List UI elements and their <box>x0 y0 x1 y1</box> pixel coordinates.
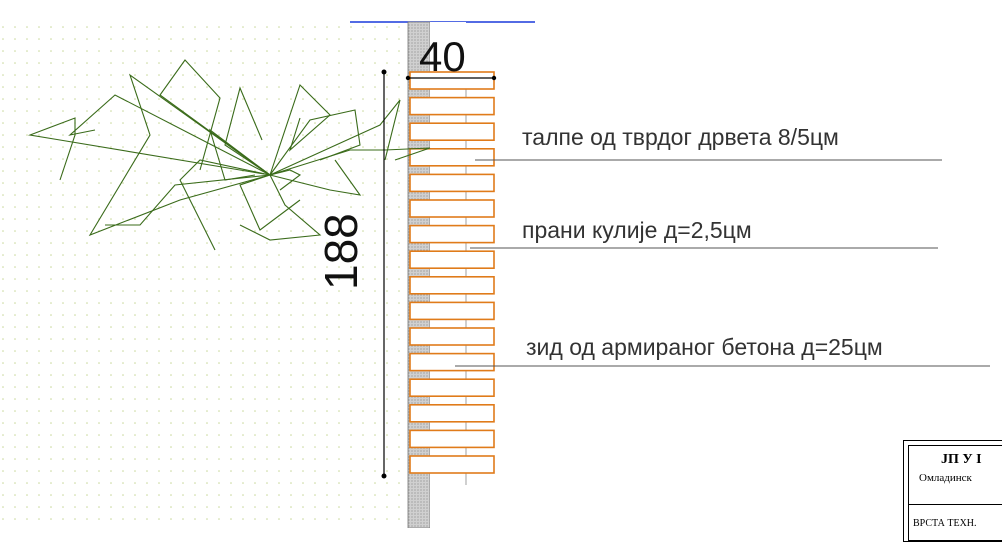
plank <box>409 173 495 193</box>
plant-stroke <box>105 174 271 226</box>
plank <box>409 327 495 346</box>
soil-dot-field <box>0 20 408 528</box>
plant-stroke <box>224 86 271 176</box>
plant-stroke <box>88 73 271 237</box>
plank <box>409 378 495 398</box>
title-block-frame: ЈП У I Омладинск ВРСТА ТЕХН. <box>908 445 1002 541</box>
plank <box>409 224 495 244</box>
plant-stroke <box>27 117 271 181</box>
dimension-tick-right <box>491 75 497 81</box>
plant-symbol <box>27 59 431 251</box>
plant-stroke <box>269 109 361 176</box>
annotation-planks: талпе од тврдог дрвета 8/5цм <box>522 124 839 150</box>
plank <box>409 71 495 90</box>
dimension-tick-bottom <box>381 473 387 479</box>
detail-drawing <box>0 20 990 528</box>
plank <box>409 301 495 321</box>
plant-stroke <box>269 99 401 176</box>
plant-stroke <box>239 174 322 241</box>
plant-stroke <box>239 174 301 231</box>
plank <box>409 122 495 141</box>
timber-planks <box>409 71 495 474</box>
plank <box>409 250 495 269</box>
plank <box>409 455 495 474</box>
annotation-wall: зид од армираног бетона д=25цм <box>526 334 883 360</box>
plank <box>409 275 495 295</box>
title-block-divider <box>909 504 1002 505</box>
plant-stroke <box>159 59 271 176</box>
dimension-width-label: 40 <box>419 33 466 80</box>
title-block: ЈП У I Омладинск ВРСТА ТЕХН. <box>903 440 1002 542</box>
title-block-type-label: ВРСТА ТЕХН. <box>913 518 977 529</box>
plank <box>409 403 495 423</box>
title-block-subtitle: Омладинск <box>919 472 972 484</box>
plant-stroke <box>208 128 271 181</box>
title-block-title: ЈП У I <box>941 452 982 467</box>
plank <box>409 199 495 218</box>
plank <box>409 148 495 167</box>
annotation-gravel: прани кулије д=2,5цм <box>522 217 752 243</box>
plant-stroke <box>269 147 431 176</box>
plank <box>409 429 495 449</box>
dimension-tick-top <box>381 69 387 75</box>
plant-stroke <box>179 159 271 251</box>
plank <box>409 96 495 116</box>
dimension-tick-left <box>405 75 411 81</box>
plant-stroke <box>269 169 302 191</box>
dimension-height-label: 188 <box>315 213 367 290</box>
plank <box>409 352 495 372</box>
plant-stroke <box>68 94 271 176</box>
plant-stroke <box>269 159 362 196</box>
